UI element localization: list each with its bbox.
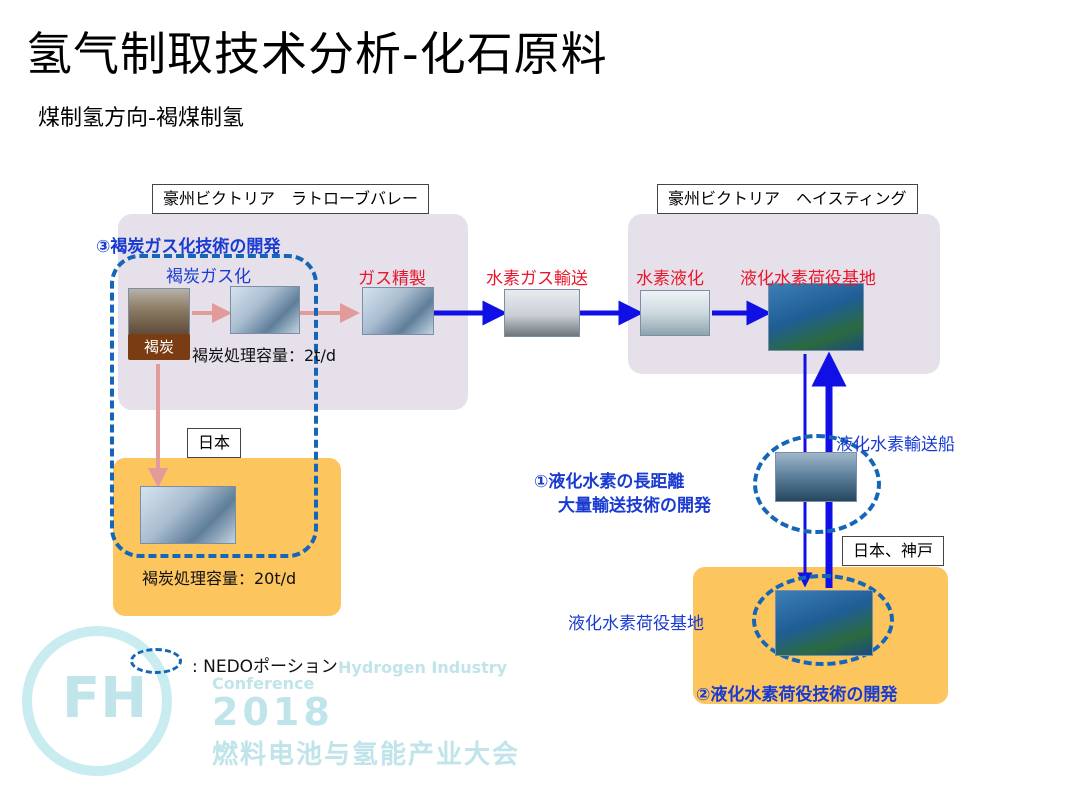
lh2-carrier-label: 液化水素輸送船 (836, 435, 955, 455)
gasification-label: 褐炭ガス化 (166, 267, 251, 287)
conference-logo: FH (22, 626, 172, 776)
watermark-line2: Conference (212, 674, 315, 693)
japan-pilot-photo (140, 486, 236, 544)
gas-refining-photo (362, 287, 434, 335)
legend-nedo-label: : NEDOポーション (192, 657, 338, 677)
watermark-year: 2018 (212, 690, 334, 734)
nedo-kobe-outline (752, 574, 894, 666)
h2-liquefaction-label: 水素液化 (636, 269, 704, 289)
page-title: 氢气制取技术分析-化石原料 (26, 27, 608, 81)
lignite-tag: 褐炭 (128, 334, 190, 360)
capacity-20td-label: 褐炭処理容量：20t/d (142, 569, 297, 588)
logo-letters: FH (62, 666, 148, 731)
watermark-cn: 燃料电池与氢能产业大会 (212, 740, 521, 770)
gasification-dev-label: ③褐炭ガス化技術の開発 (96, 237, 281, 257)
region-label-hastings: 豪州ビクトリア ヘイスティング (657, 184, 918, 214)
long-distance-label-2: 大量輸送技術の開発 (558, 496, 711, 516)
nedo-gasification-outline (110, 254, 318, 558)
nedo-carrier-outline (753, 434, 881, 534)
lh2-base-aus-label: 液化水素荷役基地 (740, 269, 876, 289)
liquefaction-photo (640, 290, 710, 336)
long-distance-label-1: ①液化水素の長距離 (534, 472, 685, 492)
lh2-base-jp-photo (775, 590, 873, 656)
gasifier-photo (230, 286, 300, 334)
lignite-mine-photo (128, 288, 190, 336)
region-label-kobe: 日本、神戸 (842, 536, 945, 566)
capacity-2td-label: 褐炭処理容量：2t/d (192, 346, 337, 365)
legend-nedo-swatch (130, 648, 182, 674)
lh2-carrier-photo (775, 452, 857, 502)
gas-refining-label: ガス精製 (358, 269, 426, 289)
handling-dev-label: ②液化水素荷役技術の開発 (696, 685, 898, 705)
watermark-line1: Hydrogen Industry (338, 658, 508, 677)
region-label-latrobe: 豪州ビクトリア ラトローブバレー (152, 184, 430, 214)
h2-truck-photo (504, 289, 580, 337)
lh2-base-aus-photo (768, 283, 864, 351)
page-subtitle: 煤制氢方向-褐煤制氢 (38, 106, 244, 131)
lh2-base-jp-label: 液化水素荷役基地 (568, 614, 704, 634)
h2-transport-label: 水素ガス輸送 (486, 269, 588, 289)
region-label-japan: 日本 (187, 428, 242, 458)
